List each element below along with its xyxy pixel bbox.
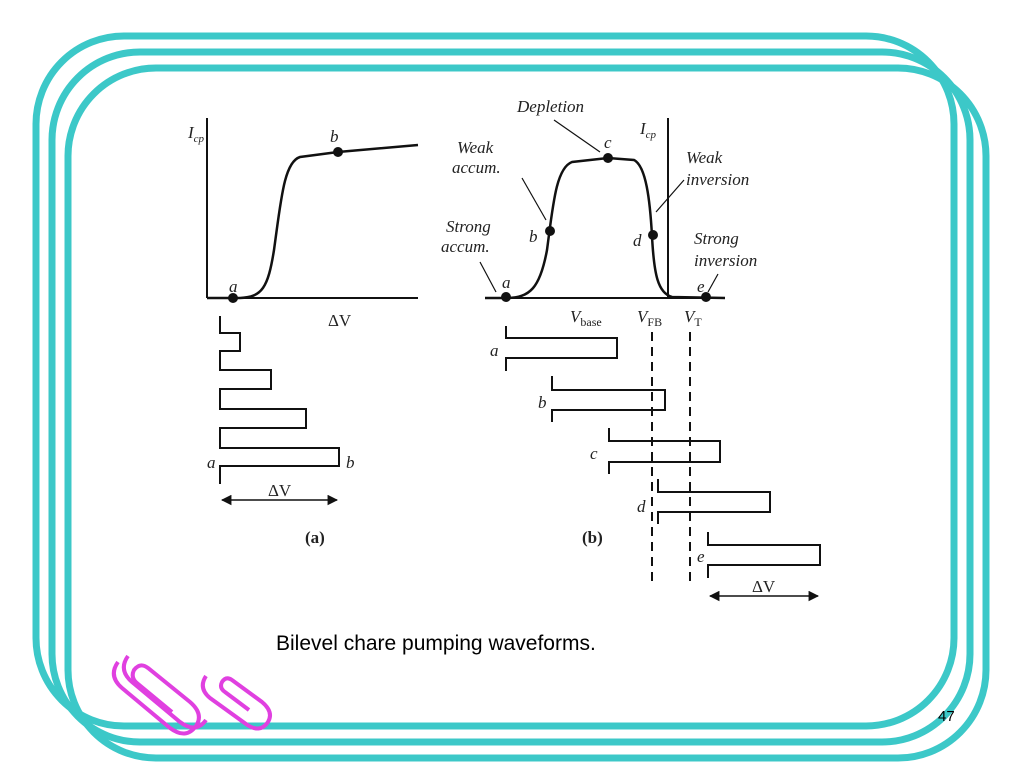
panel-b-point-c-marker [603,153,613,163]
label-strong-inversion-line2: inversion [694,251,757,270]
label-depletion: Depletion [516,97,584,116]
label-strong-inversion-line1: Strong [694,229,739,248]
panel-b-waveform-d [657,479,771,524]
panel-b-waveform-a [505,326,618,371]
weak-accum-pointer [521,177,547,221]
panel-b-label: (b) [582,528,603,547]
panel-a [206,118,419,506]
panel-b [479,118,821,602]
panel-b-y-axis-label: Icp [639,119,657,141]
panel-b-waveform-e-label: e [697,547,705,566]
x-mark-vbase: Vbase [570,307,602,329]
panel-b-waveform-e [707,532,821,578]
panel-b-point-e-marker [701,292,711,302]
panel-a-point-a: a [229,277,238,296]
label-strong-accum-line1: Strong [446,217,491,236]
page-number: 47 [938,708,955,725]
panel-a-waveform [219,316,340,484]
x-mark-vt: VT [684,307,702,329]
panel-a-waveform-right-label: b [346,453,355,472]
panel-b-point-c: c [604,133,612,152]
panel-b-point-e: e [697,277,705,296]
strong-inversion-pointer [707,273,719,293]
panel-a-point-a-marker [228,293,238,303]
panel-b-point-d: d [633,231,642,250]
panel-b-point-b: b [529,227,538,246]
panel-a-label: (a) [305,528,325,547]
label-weak-accum-line1: Weak [457,138,494,157]
panel-b-waveform-c [608,428,721,474]
label-weak-inversion-line1: Weak [686,148,723,167]
frame-ring-middle [48,48,974,746]
label-weak-inversion-line2: inversion [686,170,749,189]
panel-b-waveform-a-label: a [490,341,499,360]
weak-inversion-pointer [655,179,685,213]
panel-a-point-b-marker [333,147,343,157]
panel-b-point-d-marker [648,230,658,240]
panel-b-waveform-b-label: b [538,393,547,412]
slide-caption: Bilevel chare pumping waveforms. [276,632,596,655]
frame-ring-outer [32,32,958,730]
panel-b-waveform-c-label: c [590,444,598,463]
x-mark-vfb: VFB [637,307,662,329]
panel-b-waveform-d-label: d [637,497,646,516]
panel-a-y-axis-label: Icp [187,123,205,145]
paperclip-icon-small [200,674,272,731]
panel-a-waveform-left-label: a [207,453,216,472]
paperclip-icon [111,654,208,736]
label-weak-accum-line2: accum. [452,158,501,177]
panel-b-point-b-marker [545,226,555,236]
panel-b-waveform-b [551,376,666,422]
strong-accum-pointer [479,261,497,293]
panel-b-point-a-marker [501,292,511,302]
label-strong-accum-line2: accum. [441,237,490,256]
panel-a-x-axis-label: ΔV [328,311,352,330]
panel-b-span-label: ΔV [752,577,776,596]
panel-a-span-label: ΔV [268,481,292,500]
panel-b-point-a: a [502,273,511,292]
frame-ring-inner [64,64,990,762]
depletion-pointer [553,119,601,153]
panel-a-curve [207,143,419,300]
panel-a-point-b: b [330,127,339,146]
